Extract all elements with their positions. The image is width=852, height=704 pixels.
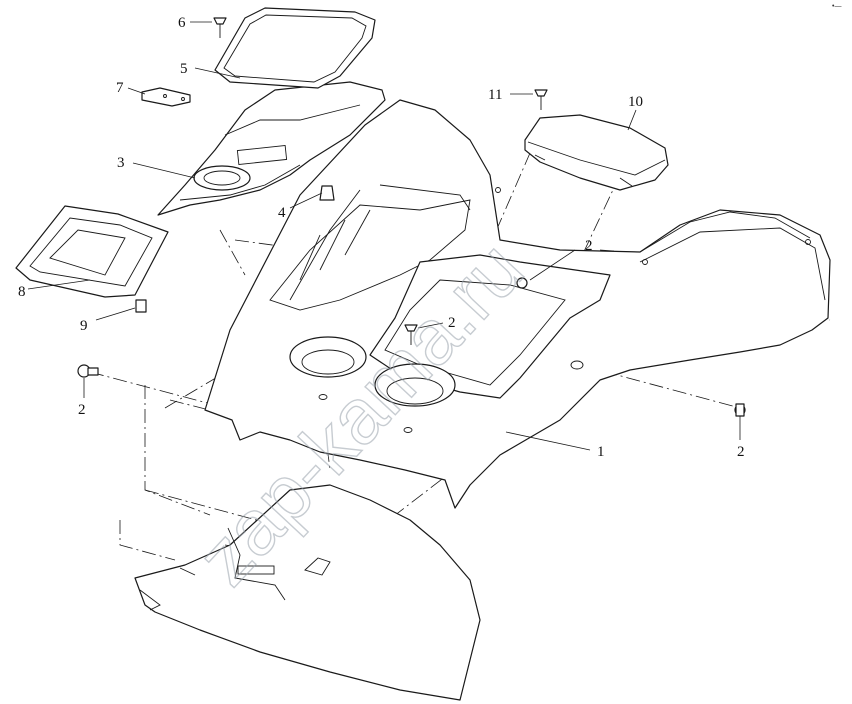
callout-5: 5 [180, 61, 188, 77]
tray-lid [15, 205, 169, 298]
centre-console [157, 81, 386, 216]
callout-11: 11 [488, 87, 502, 103]
lower-skirt-panel [134, 484, 481, 701]
bezel-frame [214, 7, 376, 89]
rivet-2-upper [516, 277, 528, 289]
clip-9 [135, 299, 147, 313]
fasteners [77, 17, 746, 417]
main-body-panel [204, 99, 831, 509]
callout-2-center: 2 [448, 315, 456, 331]
callout-10: 10 [628, 94, 643, 110]
corner-mark: •— [832, 3, 841, 10]
callout-7: 7 [116, 80, 124, 96]
callout-3: 3 [117, 155, 125, 171]
rivet-6 [213, 17, 227, 38]
callout-2-right: 2 [737, 444, 745, 460]
callout-4: 4 [278, 205, 286, 221]
screw-2-left [77, 364, 99, 378]
rivet-11 [534, 89, 548, 110]
side-storage-box [524, 114, 669, 191]
clip-4 [319, 185, 335, 201]
callout-2-upper: 2 [585, 238, 593, 254]
callout-1: 1 [597, 444, 605, 460]
callout-6: 6 [178, 15, 186, 31]
callout-9: 9 [80, 318, 88, 334]
rivet-2-center [404, 324, 418, 345]
cover-plate [141, 87, 191, 107]
callout-8: 8 [18, 284, 26, 300]
callout-2-left: 2 [78, 402, 86, 418]
screw-2-right [734, 403, 746, 417]
callout-labels: 1 2 2 2 2 3 4 5 6 7 8 9 10 11 [18, 15, 745, 460]
leader-lines [27, 21, 741, 451]
